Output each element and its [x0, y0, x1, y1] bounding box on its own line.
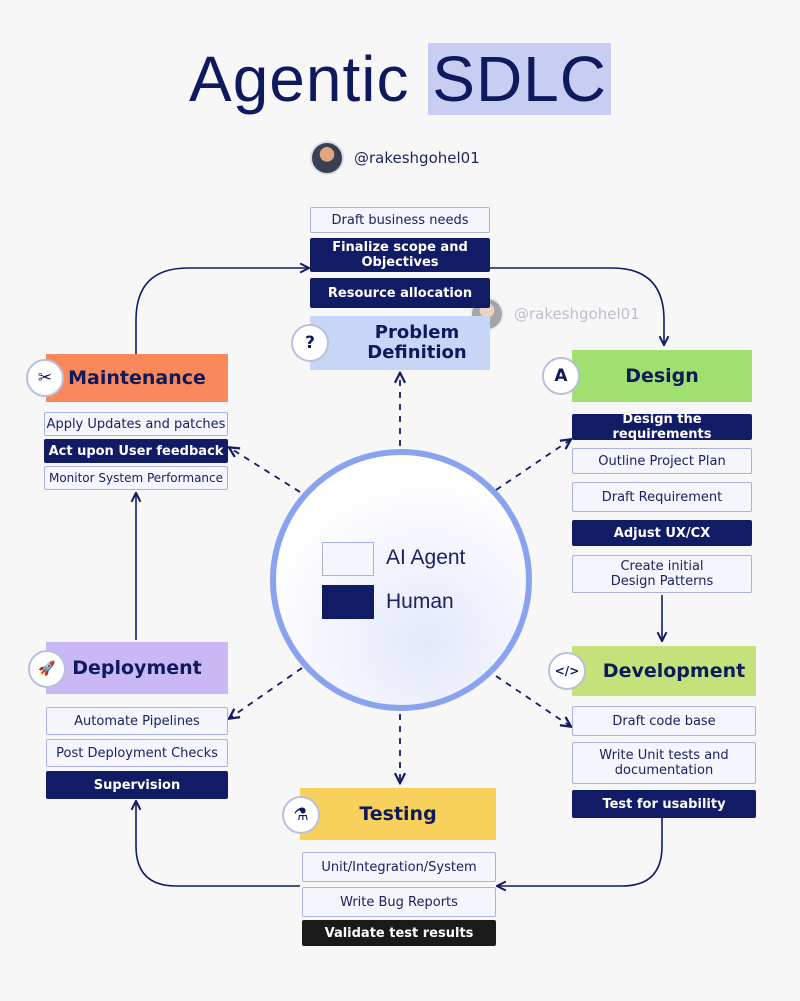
watermark: @rakeshgohel01 — [470, 297, 640, 331]
testing-header: Testing — [300, 788, 496, 840]
legend-circle — [270, 449, 532, 711]
dashed-arrow-to-deployment — [230, 667, 303, 718]
deployment-item-3: Supervision — [46, 771, 228, 799]
testing-item-2: Write Bug Reports — [302, 887, 496, 917]
design-compass-icon: A — [542, 357, 580, 395]
deployment-item-1: Automate Pipelines — [46, 707, 228, 735]
tools-icon: ✂ — [26, 359, 64, 397]
problem-header: Problem Definition — [310, 316, 490, 370]
arrow-testing-to-deployment — [136, 802, 300, 887]
development-item-3: Test for usability — [572, 790, 756, 818]
maintenance-header: Maintenance — [46, 354, 228, 402]
dashed-arrow-to-development — [495, 675, 570, 726]
design-item-4: Adjust UX/CX — [572, 520, 752, 546]
code-icon: </> — [548, 652, 586, 690]
testing-item-3: Validate test results — [302, 920, 496, 946]
avatar — [310, 141, 344, 175]
design-item-1: Design the requirements — [572, 412, 752, 442]
development-item-1: Draft code base — [572, 706, 756, 736]
dashed-arrow-to-design — [495, 440, 570, 491]
question-icon: ? — [291, 324, 329, 362]
arrow-problem-to-design — [490, 267, 664, 344]
arrow-development-to-testing — [498, 818, 663, 886]
author: @rakeshgohel01 — [310, 141, 480, 175]
legend-swatch-human — [322, 585, 374, 619]
testing-item-1: Unit/Integration/System — [302, 852, 496, 882]
development-item-2: Write Unit tests and documentation — [572, 742, 756, 784]
legend-swatch-ai — [322, 542, 374, 576]
legend-label-human: Human — [386, 590, 454, 613]
problem-item-1: Draft business needs — [310, 207, 490, 233]
development-header: Development — [572, 646, 756, 696]
title-part-1: Agentic — [189, 43, 410, 115]
maintenance-item-2: Act upon User feedback — [44, 439, 228, 463]
design-item-3: Draft Requirement — [572, 482, 752, 512]
dashed-arrow-to-maintenance — [230, 448, 301, 493]
design-item-5: Create initial Design Patterns — [572, 555, 752, 593]
author-handle: @rakeshgohel01 — [354, 149, 480, 167]
legend-label-ai: AI Agent — [386, 546, 466, 569]
deployment-header: Deployment — [46, 642, 228, 694]
title-part-2: SDLC — [428, 43, 611, 115]
arrow-maintenance-to-problem — [135, 268, 308, 358]
test-tube-icon: ⚗ — [282, 796, 320, 834]
rocket-icon: 🚀 — [28, 650, 66, 688]
page-title: Agentic SDLC — [0, 42, 800, 116]
maintenance-item-3: Monitor System Performance — [44, 466, 228, 490]
deployment-item-2: Post Deployment Checks — [46, 739, 228, 767]
design-header: Design — [572, 350, 752, 402]
watermark-handle: @rakeshgohel01 — [514, 305, 640, 323]
design-item-2: Outline Project Plan — [572, 448, 752, 474]
problem-item-3: Resource allocation — [310, 278, 490, 308]
problem-item-2: Finalize scope and Objectives — [310, 238, 490, 272]
maintenance-item-1: Apply Updates and patches — [44, 412, 228, 436]
